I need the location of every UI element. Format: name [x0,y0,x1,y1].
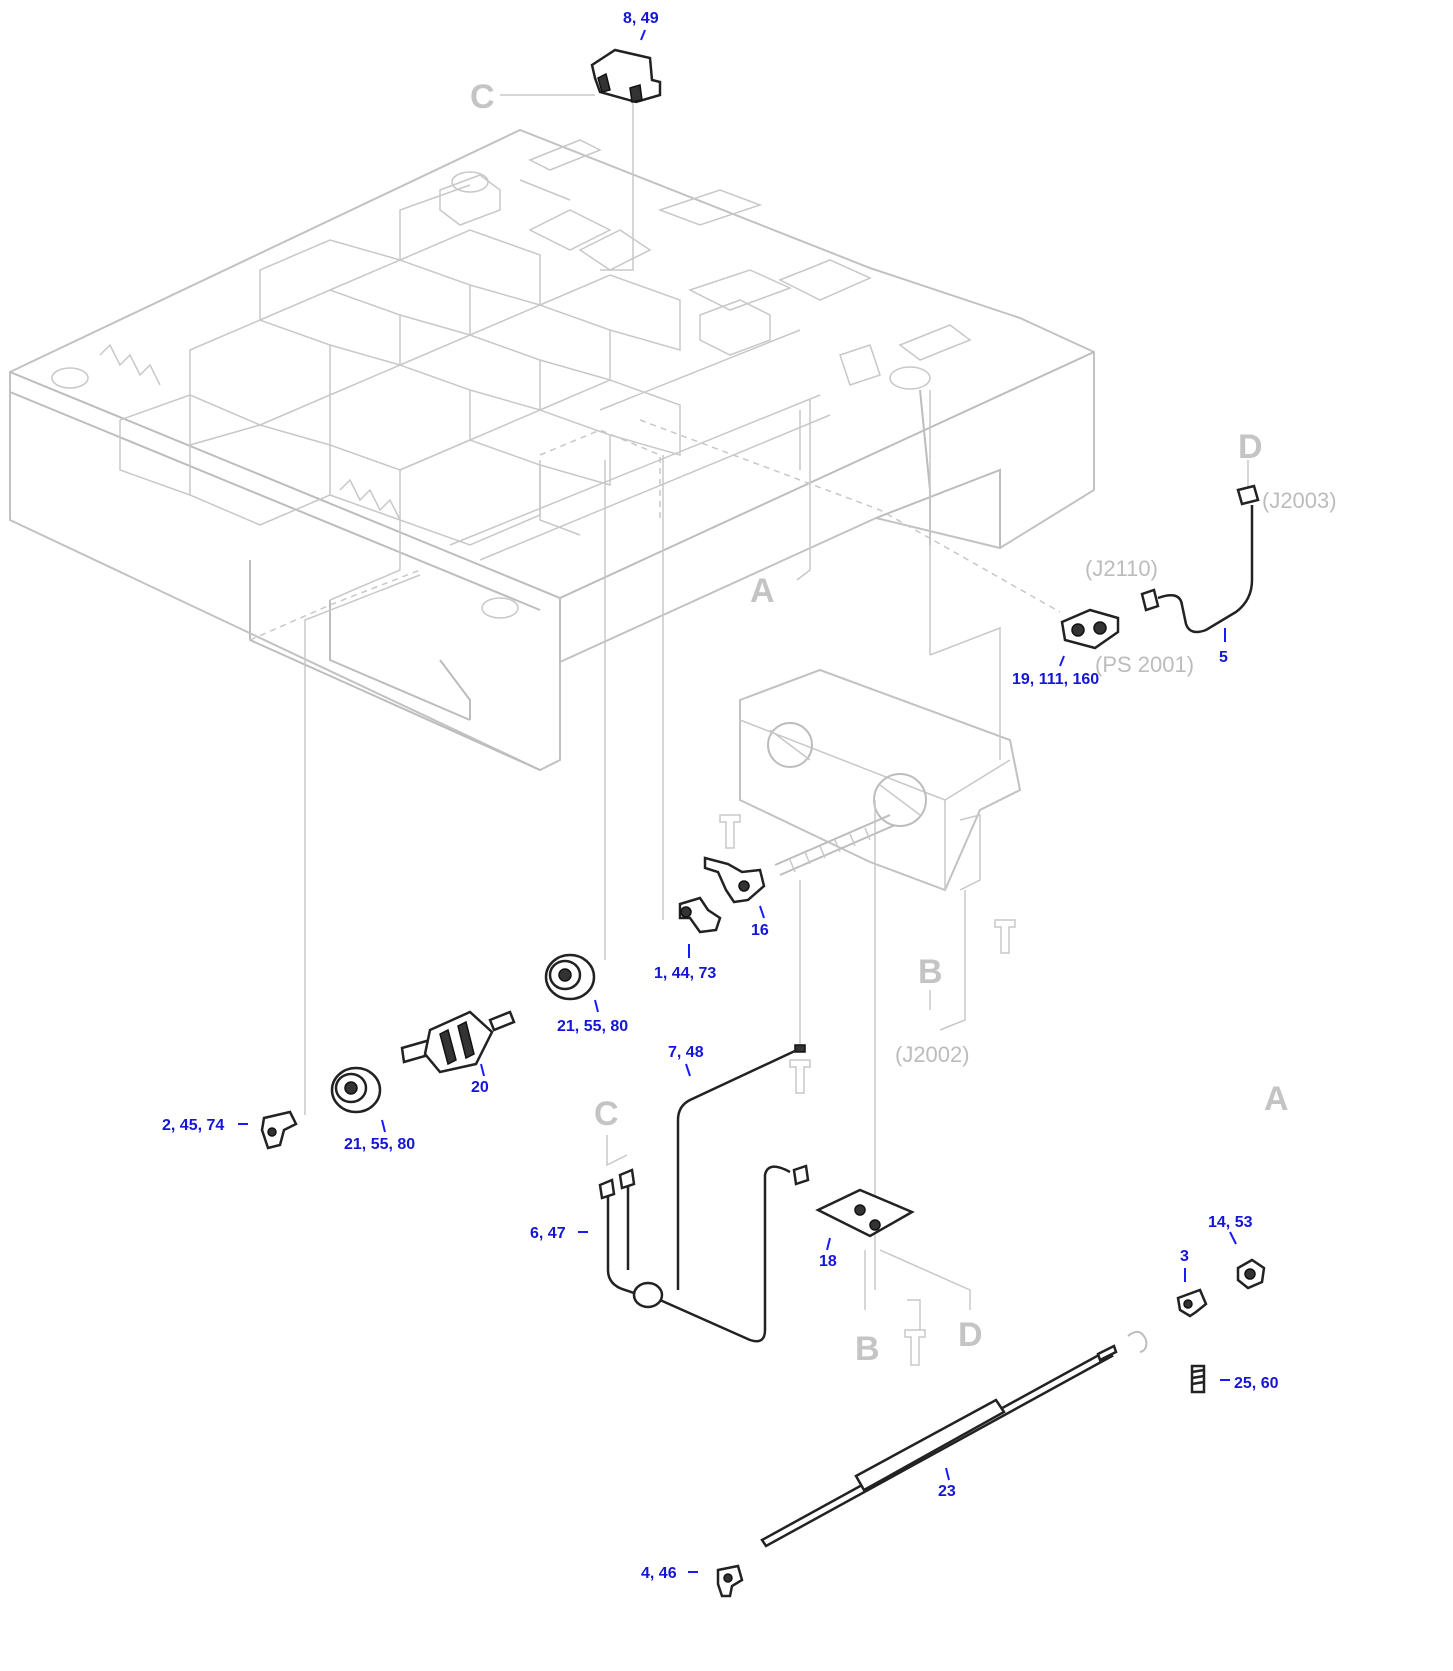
connector-j2110: (J2110) [1085,556,1158,581]
callout-2-45-74: 2, 45, 74 [162,1117,224,1134]
reference-lines [304,94,1249,1330]
part-cable-5 [1140,484,1260,634]
part-harness-6 [598,1164,810,1343]
part-plate-18 [815,1188,915,1238]
part-shaft-23 [760,1344,1118,1548]
callout-labels: 8, 49 19, 111, 160 5 16 1, 44, 73 21, 55… [162,10,1279,1582]
callout-20: 20 [471,1079,489,1096]
callout-21-55-80-lower: 21, 55, 80 [344,1136,415,1153]
ref-letter-a-right: A [1264,1080,1289,1118]
callout-4-46: 4, 46 [641,1565,677,1582]
connector-ps2001: (PS 2001) [1095,652,1194,677]
ref-letter-c-low: C [594,1095,619,1133]
callout-3: 3 [1180,1248,1189,1265]
part-cable-7 [676,1044,806,1290]
part-bushing-3 [1176,1288,1208,1318]
part-bushing-2 [260,1110,298,1150]
callout-7-48: 7, 48 [668,1044,704,1061]
ref-letter-b-low: B [855,1330,880,1368]
part-sensor-19 [1060,608,1120,650]
callout-18: 18 [819,1253,837,1270]
callout-21-55-80-upper: 21, 55, 80 [557,1018,628,1035]
connector-j2002: (J2002) [895,1042,970,1067]
callout-23: 23 [938,1483,956,1500]
callout-5: 5 [1219,649,1228,666]
callout-14-53: 14, 53 [1208,1214,1253,1231]
e-ring-icon [1127,1330,1148,1353]
part-arm-16 [703,856,766,904]
part-sensor-holder-8 [590,48,662,104]
ref-letter-d-right: D [1238,428,1263,466]
part-pickup-roller-20 [400,1010,516,1074]
drive-assembly [719,668,1022,1366]
callout-25-60: 25, 60 [1234,1375,1279,1392]
callout-1-44-73: 1, 44, 73 [654,965,716,982]
ref-letter-a-mid: A [750,572,775,610]
callout-19-111-160: 19, 111, 160 [1012,671,1099,688]
callout-16: 16 [751,922,769,939]
ref-letter-b-mid: B [918,953,943,991]
ref-letter-c-top: C [470,78,495,116]
connector-labels: (J2003) (J2110) (PS 2001) (J2002) [895,488,1337,1067]
part-bushing-4 [716,1564,744,1598]
part-roller-21-upper [544,953,596,1001]
callout-leaders [238,29,1237,1573]
ref-letter-d-low: D [958,1316,983,1354]
reference-letters: C A D B A C B D [470,78,1289,1368]
part-roller-21-lower [330,1066,382,1114]
callout-8-49: 8, 49 [623,10,659,27]
part-nut-14 [1236,1258,1266,1290]
part-clutch-1 [678,896,722,934]
part-spring-25 [1190,1364,1206,1394]
connector-j2003: (J2003) [1262,488,1337,513]
callout-6-47: 6, 47 [530,1225,566,1242]
paper-feeder-body [9,128,1095,772]
